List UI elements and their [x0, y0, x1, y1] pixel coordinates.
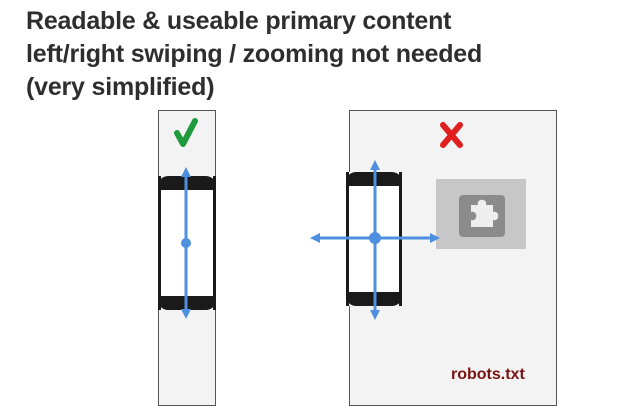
title-line-3: (very simplified)	[26, 73, 215, 101]
title-line-1: Readable & useable primary content	[26, 7, 452, 35]
phone-top-bezel	[158, 176, 216, 190]
robots-txt-label: robots.txt	[451, 366, 525, 383]
phone-bottom-bezel	[158, 296, 216, 310]
slide-title: Readable & useable primary content left/…	[26, 5, 482, 104]
title-line-2: left/right swiping / zooming not needed	[26, 40, 483, 68]
good-example-phone	[158, 176, 216, 310]
blocked-plugin-content	[436, 179, 526, 249]
phone-bottom-bezel	[346, 292, 402, 306]
phone-top-bezel	[346, 172, 402, 186]
bad-example-phone	[346, 172, 402, 306]
